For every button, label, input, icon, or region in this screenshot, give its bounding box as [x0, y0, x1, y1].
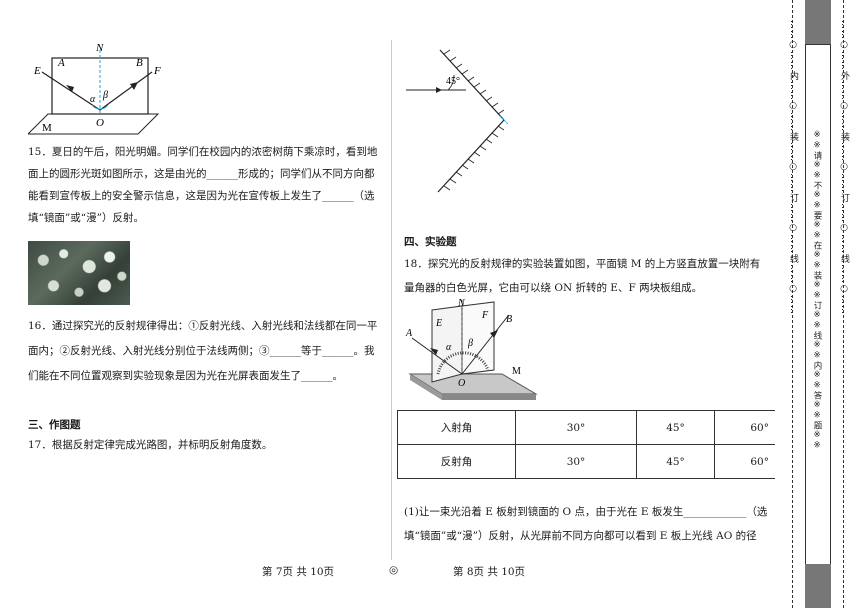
table-cell: 30° [515, 444, 637, 479]
label-beta: β [467, 338, 473, 349]
warning-box [805, 44, 831, 566]
label-N: N [95, 42, 104, 54]
section-4-title: 四、实验题 [404, 236, 457, 248]
label-beta: β [102, 90, 108, 101]
warning-text: ※※请※※不※※要※※在※※装※※订※※线※※内※※答※※题※※ [812, 130, 822, 451]
binding-line-outer [843, 0, 844, 608]
table-cell: 反射角 [397, 444, 516, 479]
light-spots-photo [28, 241, 130, 305]
label-O: O [458, 378, 465, 389]
label-alpha: α [446, 342, 452, 353]
table-cell: 45° [636, 410, 715, 445]
table-cell: 入射角 [397, 410, 516, 445]
label-A: A [57, 57, 65, 69]
label-B: B [506, 314, 512, 325]
label-N: N [457, 298, 466, 309]
question-18: 18．探究光的反射规律的实验装置如图，平面镜 M 的上方竖直放置一块附有 量角器… [404, 258, 761, 294]
label-alpha: α [90, 94, 96, 105]
label-A: A [405, 328, 413, 339]
question-17: 17．根据反射定律完成光路图，并标明反射角度数。 [28, 439, 273, 451]
angle-45-label: 45° [446, 76, 460, 87]
reflection-diagram-1: N E A B F α β O M [28, 42, 178, 140]
label-F: F [481, 310, 489, 321]
label-M: M [42, 122, 52, 134]
label-O: O [96, 117, 104, 129]
binding-inner-text: ……○……内……○……装……○……订……○……线……○…… [788, 20, 798, 315]
label-F: F [153, 65, 161, 77]
binding-outer-text: ……○……外……○……装……○……订……○……线……○…… [839, 20, 849, 315]
question-15: 15．夏日的午后，阳光明媚。同学们在校园内的浓密树荫下乘凉时，看到地 面上的圆形… [28, 146, 378, 224]
table-cell: 60° [714, 444, 780, 479]
label-E: E [435, 318, 442, 329]
table-cell: 30° [515, 410, 637, 445]
table-cell: 60° [714, 410, 780, 445]
label-E: E [33, 65, 41, 77]
table-row: 反射角 30° 45° 60° [397, 444, 780, 479]
mirror-diagram: 45° [404, 44, 524, 196]
table-cell: 45° [636, 444, 715, 479]
warning-bottom-block [805, 564, 831, 608]
column-divider [391, 40, 392, 560]
question-18-part-1: (1)让一束光沿着 E 板射到镜面的 O 点，由于光在 E 板发生_______… [404, 506, 768, 542]
angle-table: 入射角 30° 45° 60° 反射角 30° 45° 60° [397, 410, 780, 479]
page-separator: ◎ [389, 564, 399, 576]
binding-line-inner [792, 0, 793, 608]
binding-strip: ……○……内……○……装……○……订……○……线……○…… ※※请※※不※※要※… [775, 0, 860, 608]
label-M: M [512, 366, 521, 377]
page-number-left: 第 7页 共 10页 [262, 566, 335, 578]
page-number-right: 第 8页 共 10页 [453, 566, 526, 578]
question-16: 16．通过探究光的反射规律得出：①反射光线、入射光线和法线都在同一平 面内；②反… [28, 320, 378, 382]
apparatus-diagram: N E F A B α β O M [402, 298, 542, 404]
label-B: B [136, 57, 143, 69]
section-3-title: 三、作图题 [28, 419, 81, 431]
warning-top-block [805, 0, 831, 44]
table-row: 入射角 30° 45° 60° [397, 410, 780, 445]
